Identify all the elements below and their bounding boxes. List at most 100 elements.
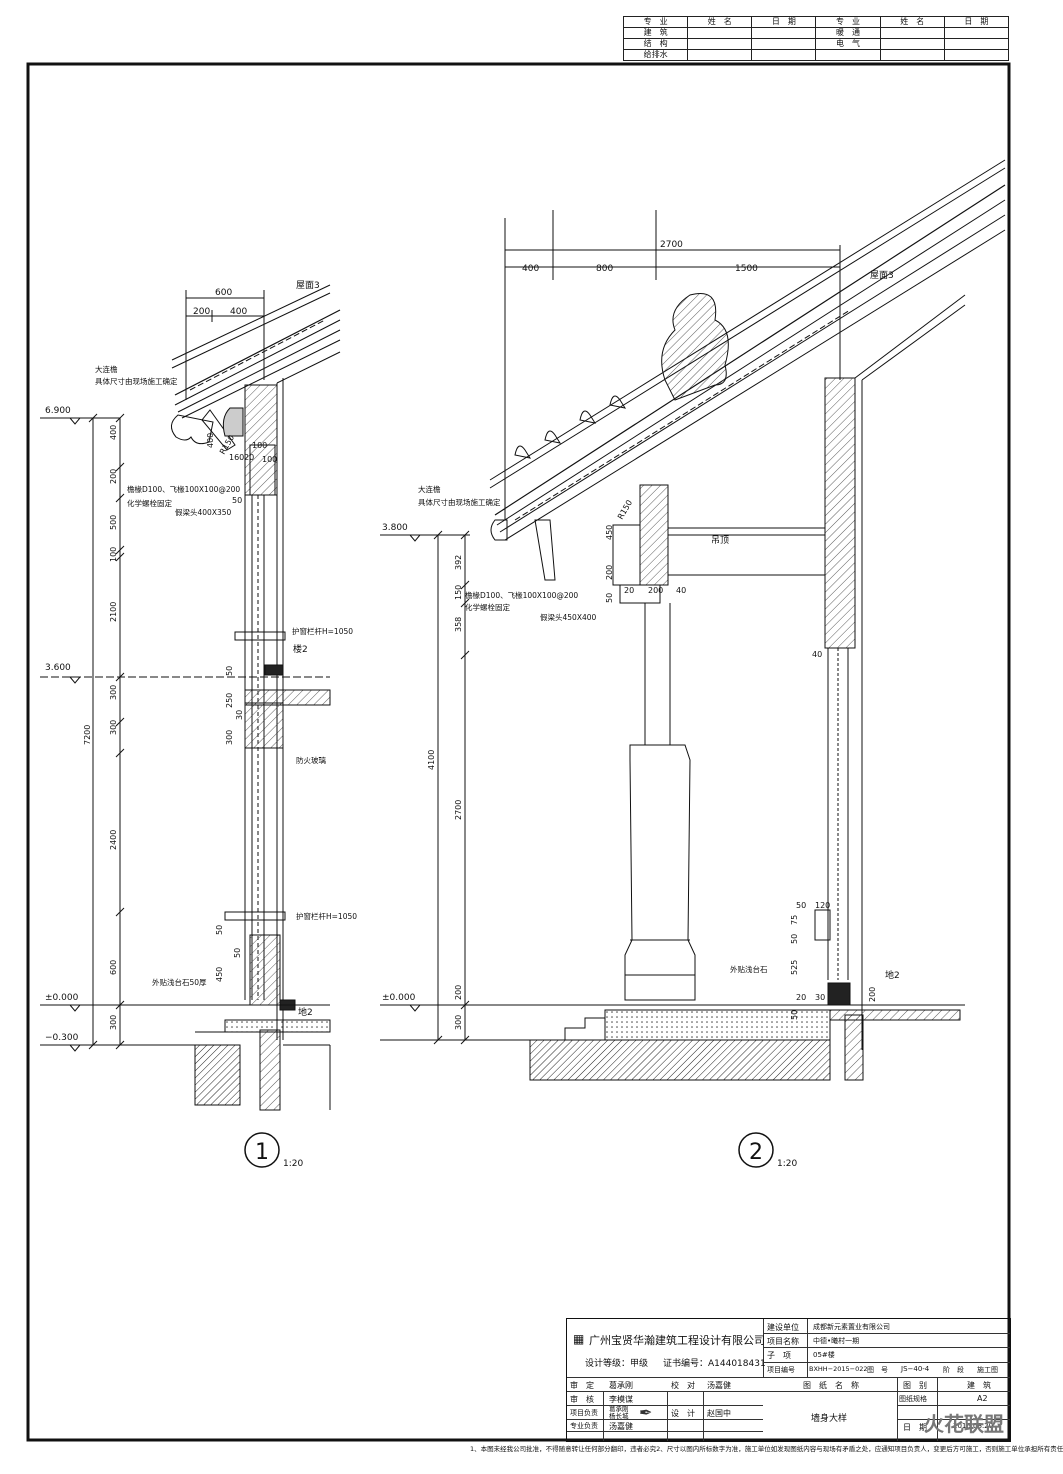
role-label-0: 审 定 (570, 1381, 594, 1390)
signoff-cell (879, 49, 945, 61)
s1-dim-100a: 100 (252, 441, 267, 450)
signoff-cell: 专 业 (622, 16, 689, 28)
s2-eave-note-2: 具体尺寸由现场施工确定 (418, 497, 501, 507)
drawing-name-label: 图 纸 名 称 (803, 1381, 859, 1390)
s1-vdim-total: 7200 (83, 725, 92, 745)
s1-vdim-300c: 300 (109, 1015, 118, 1030)
signoff-row: 给排水 (622, 49, 1010, 61)
section-1-labels: 600 200 400 屋面3 大连檐 具体尺寸由现场施工确定 檐椽D100、飞… (45, 280, 357, 1169)
s1-vdim-2400: 2400 (109, 830, 118, 850)
signoff-cell: 日 期 (943, 16, 1010, 28)
date-label: 日 期 (903, 1423, 927, 1432)
s2-base-75: 75 (790, 915, 799, 925)
dim-tick (115, 672, 125, 682)
dim-tick (460, 580, 470, 590)
signoff-row: 建 筑暖 通 (622, 27, 1010, 39)
dim-tick (115, 748, 125, 758)
s2-vdim-358: 358 (454, 617, 463, 632)
signoff-cell: 暖 通 (815, 27, 881, 39)
s1-vdim-200: 200 (109, 469, 118, 484)
signoff-cell: 日 期 (751, 16, 817, 28)
s1-vdim-600: 600 (109, 960, 118, 975)
dim-tick (88, 413, 98, 423)
dim-tick (460, 650, 470, 660)
role-name-3: 汤嘉健 (609, 1422, 633, 1431)
dim-tick (433, 1035, 443, 1045)
dim-tick (115, 1040, 125, 1050)
project-value: 中德•曦村一期 (813, 1337, 860, 1345)
signoff-cell: 姓 名 (687, 16, 753, 28)
s1-elev-6900: 6.900 (45, 406, 71, 416)
s1-dim-20: 20 (244, 453, 254, 462)
s1-vdim-2100: 2100 (109, 602, 118, 622)
dim-tick (460, 1000, 470, 1010)
dim-tick (115, 1000, 125, 1010)
s2-base-120: 120 (815, 901, 830, 910)
s1-number: 1 (255, 1140, 269, 1165)
signoff-cell (815, 49, 881, 61)
signature-icon: ✒ (639, 1403, 653, 1422)
s2-dim-400: 400 (522, 264, 539, 274)
sheet-frame (26, 62, 1011, 1442)
cert-number: 证书编号：A144018431 (663, 1359, 766, 1369)
drawno-value: JS−40-4 (901, 1365, 930, 1373)
dim-tick (115, 493, 125, 503)
s2-base-200: 200 (868, 987, 877, 1002)
s1-rafter-note-1: 檐椽D100、飞椽100X100@200 (127, 484, 240, 494)
s1-railing-lower: 护窗栏杆H=1050 (296, 911, 357, 921)
dim-tick (115, 907, 125, 917)
s1-base-50b: 50 (233, 948, 242, 958)
signoff-cell (751, 27, 817, 39)
s1-stone-label: 外贴浅台石50厚 (152, 977, 207, 987)
s2-vdim-300: 300 (454, 1015, 463, 1030)
wall-section-1 (40, 284, 341, 1111)
s1-scale: 1:20 (283, 1159, 303, 1169)
role-name-1: 李模谋 (609, 1395, 633, 1404)
s1-elev-m300: −0.300 (45, 1033, 79, 1043)
s1-mid-300: 300 (225, 730, 234, 745)
s2-scale: 1:20 (777, 1159, 797, 1169)
s1-railing-upper: 护窗栏杆H=1050 (292, 626, 353, 636)
s1-mid-50: 50 (225, 666, 234, 676)
drawno-label: 图 号 (867, 1366, 888, 1374)
drawing-sheet: 600 200 400 屋面3 大连檐 具体尺寸由现场施工确定 檐椽D100、飞… (26, 16, 1063, 1453)
s2-vdim-2700: 2700 (454, 800, 463, 820)
s1-mid-250: 250 (225, 693, 234, 708)
s2-vdim-total: 4100 (427, 750, 436, 770)
s1-dim-200: 200 (193, 307, 210, 317)
s1-dim-400: 400 (230, 307, 247, 317)
signoff-cell: 结 构 (622, 38, 689, 50)
signoff-cell (943, 38, 1010, 50)
date-value: 2016.08.20 (953, 1422, 994, 1430)
dim-tick (460, 530, 470, 540)
company-logo-icon: ▦ (573, 1332, 585, 1346)
s2-rafter-note-2: 化学螺栓固定 (465, 602, 510, 612)
s1-vdim-100: 100 (109, 547, 118, 562)
s1-base-450: 450 (215, 967, 224, 982)
role-label-2: 项目负责 (570, 1409, 598, 1417)
role-label-1: 审 核 (570, 1395, 594, 1404)
role2-label-0: 校 对 (671, 1381, 695, 1390)
s1-vdim-300a: 300 (109, 685, 118, 700)
dim-tick (115, 462, 125, 472)
subitem-value: 05#楼 (813, 1351, 835, 1359)
signoff-cell: 给排水 (622, 49, 689, 61)
projno-value: BXHH−2015−022 (809, 1365, 868, 1373)
s2-base-30: 30 (815, 993, 825, 1002)
client-value: 成都新元素置业有限公司 (813, 1323, 890, 1331)
size-value: A2 (977, 1394, 988, 1403)
signoff-cell (879, 38, 945, 50)
s1-dim-50: 50 (232, 496, 242, 505)
dim-tick (460, 1035, 470, 1045)
project-label: 项目名称 (767, 1337, 799, 1346)
s1-number-circle (244, 1132, 280, 1168)
s2-dim-800: 800 (596, 264, 613, 274)
section-2-labels: 2700 400 800 1500 屋面3 大连檐 具体尺寸由现场施工确定 檐椽… (382, 240, 900, 1169)
title-block: ▦ 广州宝贤华瀚建筑工程设计有限公司 设计等级：甲级 证书编号：A1440184… (566, 1318, 1011, 1442)
s2-ground-label: 地2 (885, 969, 900, 981)
s1-ground-label: 地2 (298, 1006, 313, 1018)
s2-vdim-150: 150 (454, 585, 463, 600)
s2-number-circle (738, 1132, 774, 1168)
role-label-3: 专业负责 (570, 1422, 598, 1430)
s1-dim-160: 160 (229, 453, 244, 462)
